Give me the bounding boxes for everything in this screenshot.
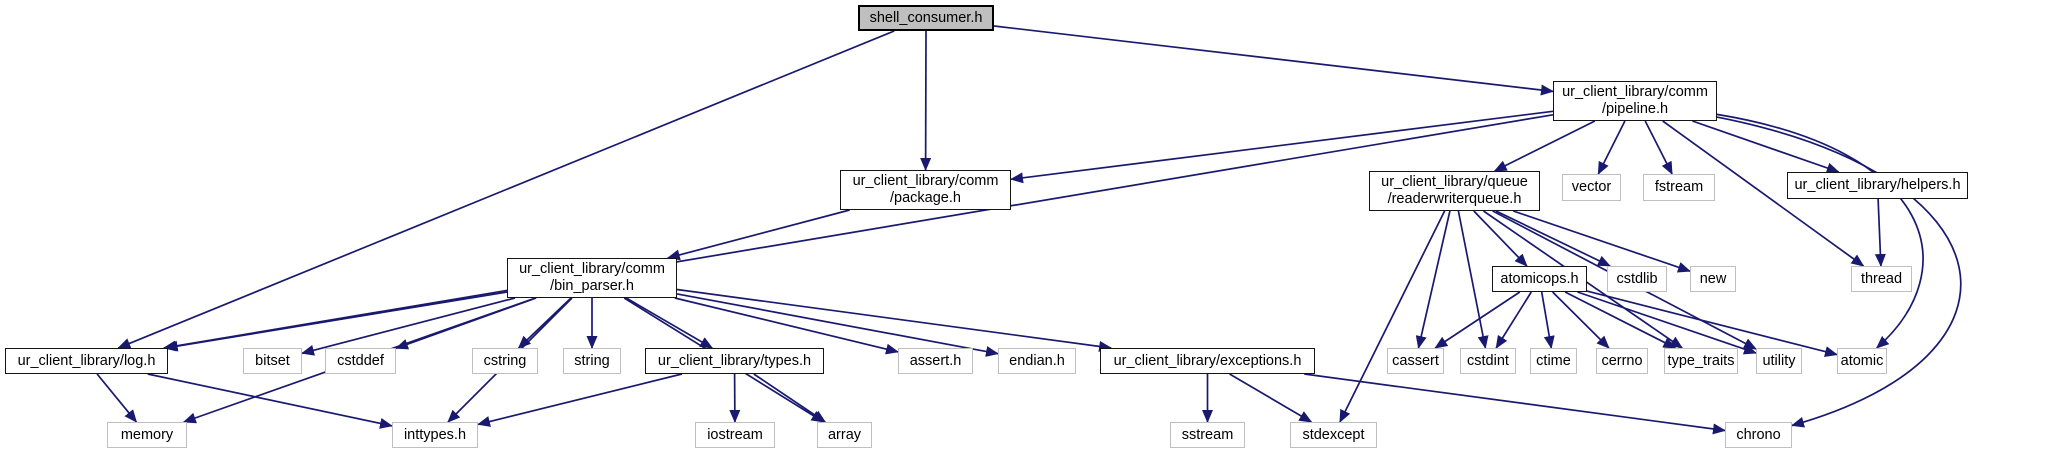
node-endian-h: endian.h (998, 348, 1076, 374)
node-atomicops-h[interactable]: atomicops.h (1492, 266, 1587, 292)
edge-shell-to-log (117, 30, 895, 349)
node-array: array (817, 422, 872, 448)
edge-exceptions-to-chrono (1304, 373, 1726, 435)
node-readerwriterqueue-h[interactable]: ur_client_library/queue /readerwriterque… (1369, 171, 1540, 211)
edge-log-to-memory (96, 373, 138, 423)
edge-shell-to-pipeline (993, 25, 1554, 96)
edge-helpers-to-thread (1874, 198, 1886, 267)
node-cassert: cassert (1387, 348, 1444, 374)
edge-pipeline-to-package (1010, 110, 1554, 184)
edge-atomicops-to-cstdint (1495, 291, 1533, 349)
node-cstddef: cstddef (325, 348, 396, 374)
node-comm-package-h[interactable]: ur_client_library/comm /package.h (840, 170, 1011, 210)
edge-pipeline-to-vector (1597, 120, 1626, 175)
node-memory: memory (107, 422, 187, 448)
node-log-h[interactable]: ur_client_library/log.h (5, 348, 168, 374)
edge-atomicops-to-utility (1577, 291, 1757, 355)
edge-binparser-to-log (164, 291, 508, 352)
edge-rwq-to-stdexcept (1339, 210, 1446, 423)
node-bitset: bitset (243, 348, 302, 374)
node-comm-pipeline-h[interactable]: ur_client_library/comm /pipeline.h (1553, 81, 1717, 121)
edge-pipeline-to-log (162, 113, 1554, 352)
node-chrono: chrono (1725, 422, 1792, 448)
edge-pipeline-to-chrono (1716, 116, 1962, 428)
edge-binparser-to-endianh (676, 293, 999, 357)
node-comm-bin-parser-h[interactable]: ur_client_library/comm /bin_parser.h (507, 258, 677, 298)
node-iostream: iostream (695, 422, 775, 448)
edge-exceptions-to-stdexcept (1229, 373, 1313, 423)
edge-rwq-to-cassert (1415, 210, 1451, 349)
edge-pipeline-to-fstream (1644, 120, 1673, 175)
node-thread: thread (1851, 266, 1912, 292)
node-ctime: ctime (1530, 348, 1577, 374)
node-stdexcept: stdexcept (1290, 422, 1377, 448)
edge-atomicops-to-cassert (1434, 291, 1521, 349)
node-cstring: cstring (472, 348, 538, 374)
edge-binparser-to-types (625, 297, 714, 349)
edge-atomicops-to-ctime (1540, 291, 1555, 349)
edge-binparser-to-bitset (301, 297, 516, 356)
edge-rwq-to-atomicops (1473, 210, 1528, 267)
node-helpers-h[interactable]: ur_client_library/helpers.h (1787, 172, 1968, 199)
node-cerrno: cerrno (1596, 348, 1648, 374)
node-exceptions-h[interactable]: ur_client_library/exceptions.h (1100, 348, 1315, 374)
edge-package-to-binparser (666, 209, 850, 261)
edge-log-to-inttypes (147, 373, 393, 429)
edge-pipeline-to-atomic (1716, 113, 1924, 349)
edge-atomicops-to-atomic (1586, 290, 1838, 357)
node-atomic: atomic (1837, 348, 1887, 374)
node-vector: vector (1562, 174, 1621, 201)
node-shell-consumer-h[interactable]: shell_consumer.h (858, 5, 994, 31)
node-fstream: fstream (1643, 174, 1715, 201)
edge-pipeline-to-thread (1662, 120, 1865, 267)
node-type-traits: type_traits (1664, 348, 1738, 374)
edge-binparser-to-asserth (674, 297, 899, 355)
edge-binparser-to-exceptions (676, 288, 1113, 352)
edge-atomicops-to-typetraits (1564, 291, 1677, 349)
node-cstdlib: cstdlib (1607, 266, 1667, 292)
edge-rwq-to-cstdint (1457, 210, 1489, 349)
node-sstream: sstream (1170, 422, 1245, 448)
edge-types-to-array (753, 373, 827, 423)
node-assert-h: assert.h (898, 348, 973, 374)
node-new: new (1690, 266, 1736, 292)
node-inttypes-h: inttypes.h (392, 422, 478, 448)
edge-rwq-to-cstdlib (1495, 210, 1611, 267)
node-cstdint: cstdint (1460, 348, 1516, 374)
edge-binparser-to-cstring (517, 297, 572, 349)
edge-types-to-inttypes (477, 373, 683, 427)
edge-pipeline-to-rwq (1493, 120, 1596, 172)
node-types-h[interactable]: ur_client_library/types.h (645, 348, 824, 374)
edge-pipeline-to-helpers (1692, 120, 1840, 174)
edge-rwq-to-new (1513, 210, 1691, 273)
node-utility: utility (1756, 348, 1802, 374)
node-string: string (563, 348, 621, 374)
edge-atomicops-to-cerrno (1552, 291, 1610, 349)
